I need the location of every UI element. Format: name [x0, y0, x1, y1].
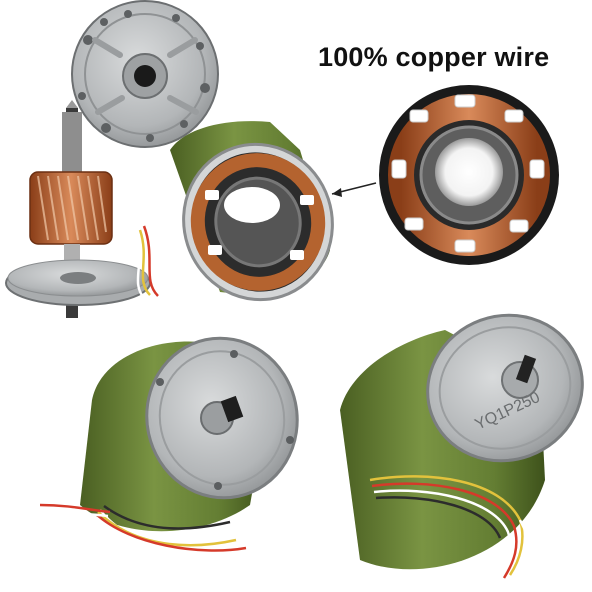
end-plate-bottom — [5, 225, 159, 306]
arrow-left-icon — [331, 182, 377, 197]
motor-bottom-right: YQ1P250 — [340, 313, 584, 581]
stator-housing — [170, 121, 334, 302]
headline-text: 100% copper wire — [318, 42, 550, 72]
motor-bottom-left — [33, 336, 299, 552]
end-cap-top — [71, 0, 219, 148]
stator-closeup — [379, 85, 559, 265]
